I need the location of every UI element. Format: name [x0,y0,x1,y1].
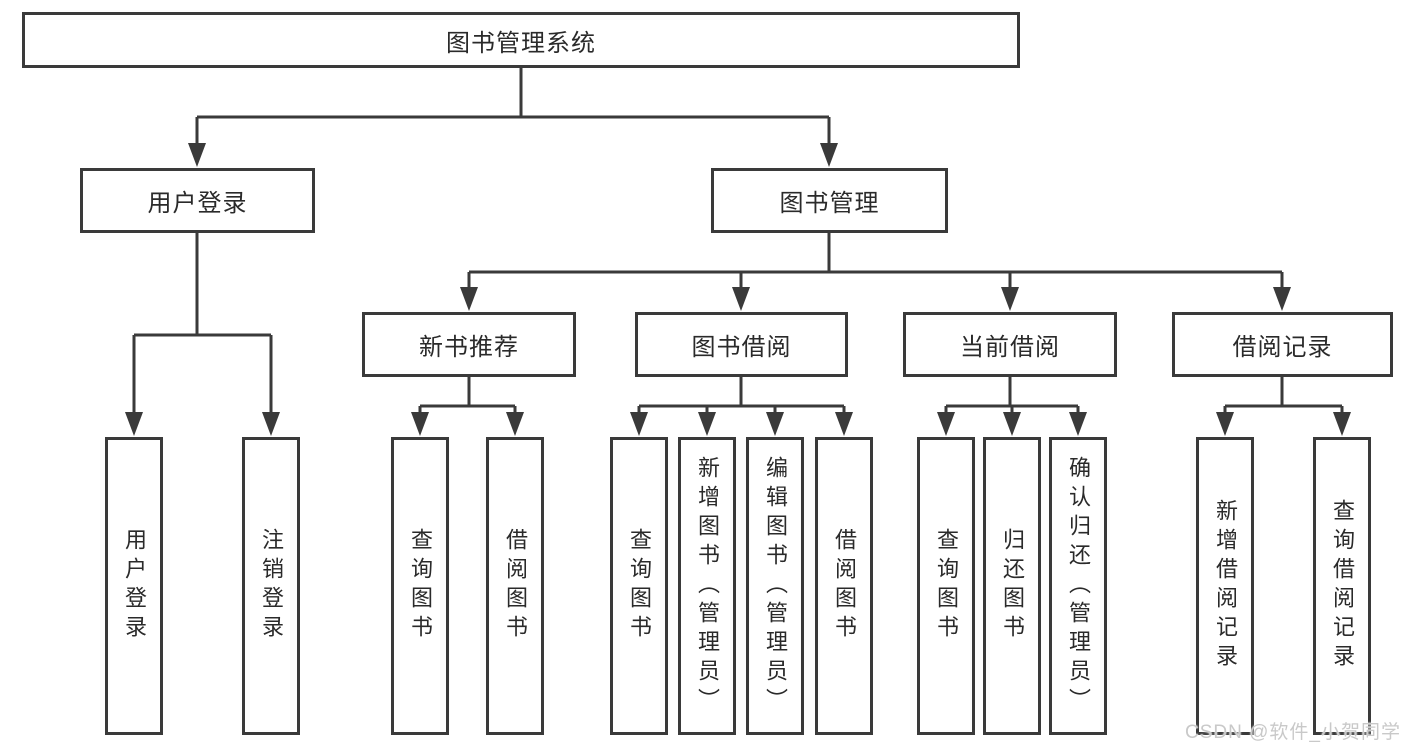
leaf-logout: 注销登录 [242,437,300,735]
node-borrowing-records: 借阅记录 [1172,312,1393,377]
node-book-management: 图书管理 [711,168,948,233]
leaf-label: 新增图书（管理员） [695,455,720,717]
leaf-borrow-books-2: 借阅图书 [815,437,873,735]
leaf-label: 新增借阅记录 [1213,499,1238,673]
leaf-label: 查询图书 [408,528,433,644]
leaf-query-books-1: 查询图书 [391,437,449,735]
leaf-edit-books-admin: 编辑图书（管理员） [746,437,804,735]
leaf-confirm-return-admin: 确认归还（管理员） [1049,437,1107,735]
leaf-add-borrow-record: 新增借阅记录 [1196,437,1254,735]
leaf-label: 用户登录 [122,528,147,644]
leaf-label: 注销登录 [259,528,284,644]
leaf-label: 查询借阅记录 [1330,499,1355,673]
node-new-book-recommend: 新书推荐 [362,312,576,377]
leaf-user-login: 用户登录 [105,437,163,735]
leaf-query-borrow-record: 查询借阅记录 [1313,437,1371,735]
csdn-watermark: CSDN @软件_小贺同学 [1185,722,1401,743]
leaf-label: 确认归还（管理员） [1066,455,1091,717]
leaf-query-books-3: 查询图书 [917,437,975,735]
node-user-login: 用户登录 [80,168,315,233]
leaf-label: 借阅图书 [832,528,857,644]
leaf-return-books: 归还图书 [983,437,1041,735]
leaf-label: 编辑图书（管理员） [763,455,788,717]
leaf-label: 查询图书 [627,528,652,644]
leaf-borrow-books-1: 借阅图书 [486,437,544,735]
leaf-label: 归还图书 [1000,528,1025,644]
leaf-query-books-2: 查询图书 [610,437,668,735]
leaf-label: 查询图书 [934,528,959,644]
leaf-label: 借阅图书 [503,528,528,644]
leaf-add-books-admin: 新增图书（管理员） [678,437,736,735]
node-current-borrowing: 当前借阅 [903,312,1117,377]
node-library-management-system: 图书管理系统 [22,12,1020,68]
node-book-borrowing: 图书借阅 [635,312,848,377]
